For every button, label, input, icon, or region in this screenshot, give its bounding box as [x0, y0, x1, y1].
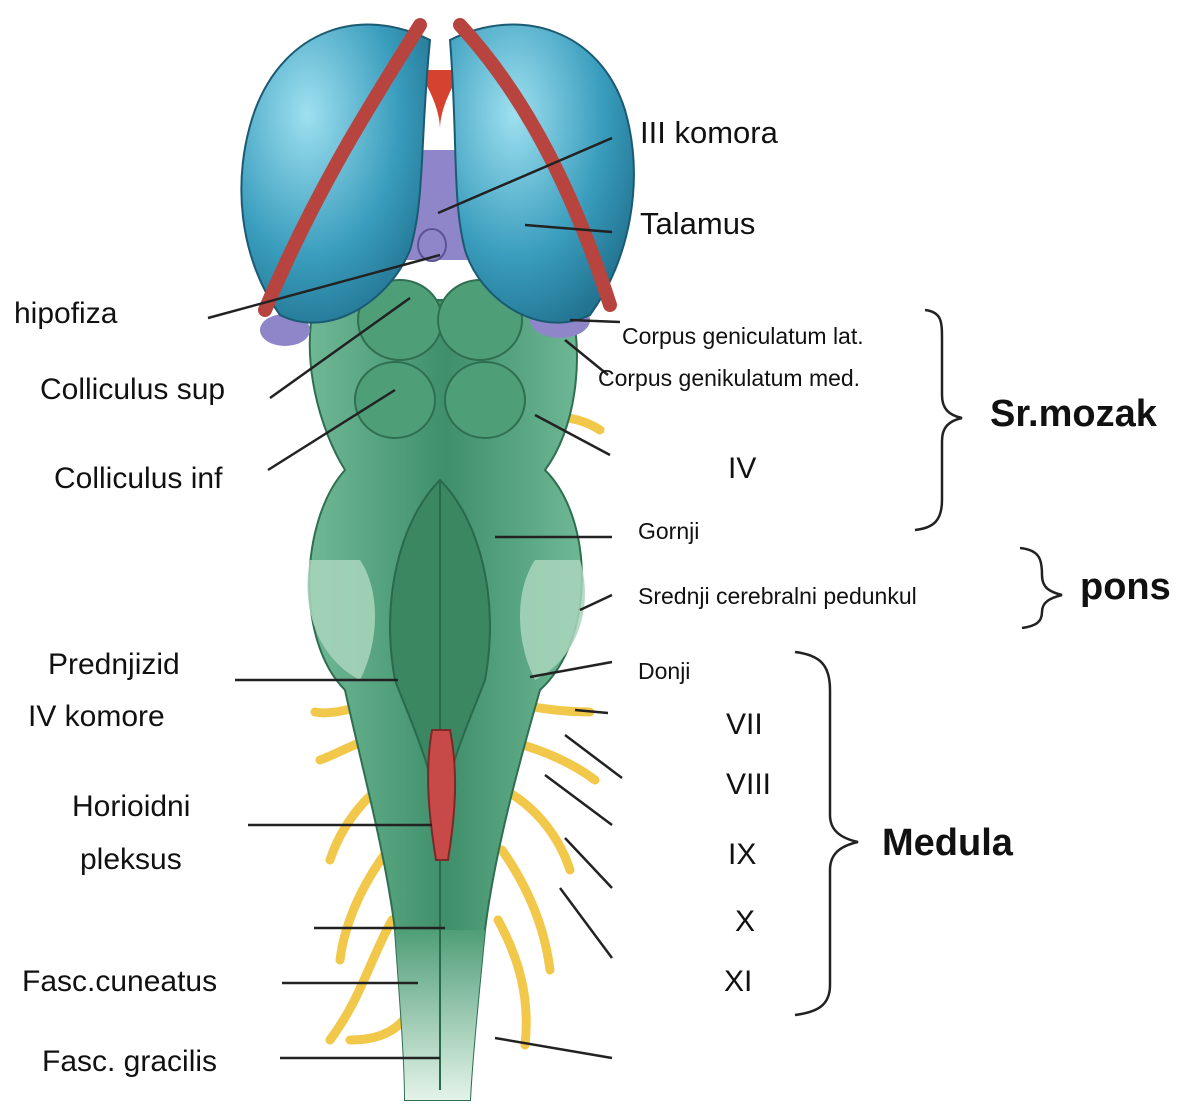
label-iv: IV: [728, 452, 756, 486]
choroid-plexus: [428, 730, 455, 860]
label-colliculus-inf: Colliculus inf: [54, 462, 222, 496]
label-hipofiza: hipofiza: [14, 297, 117, 331]
label-xi: XI: [724, 965, 752, 999]
label-x: X: [735, 905, 755, 939]
label-fasc-cuneatus: Fasc.cuneatus: [22, 965, 217, 999]
brace-sr-mozak: [915, 310, 962, 530]
label-horioidni: Horioidni: [72, 790, 190, 824]
label-iii-komora: III komora: [640, 115, 778, 151]
brace-medula: [795, 652, 858, 1015]
group-label-sr-mozak: Sr.mozak: [990, 393, 1157, 436]
group-label-pons: pons: [1080, 566, 1171, 609]
label-corpus-geniculatum-lat: Corpus geniculatum lat.: [622, 323, 864, 350]
label-iv-komore: IV komore: [28, 700, 165, 734]
label-gornji: Gornji: [638, 518, 699, 545]
label-corpus-genikulatum-med: Corpus genikulatum med.: [598, 365, 860, 392]
pons-left-lobe: [307, 560, 375, 680]
label-vii: VII: [726, 708, 763, 742]
label-ix: IX: [728, 838, 756, 872]
label-pleksus: pleksus: [80, 843, 182, 877]
pons-right-lobe: [520, 560, 585, 680]
label-prednjizid: Prednjizid: [48, 648, 180, 682]
label-donji: Donji: [638, 658, 690, 685]
label-colliculus-sup: Colliculus sup: [40, 373, 225, 407]
label-fasc-gracilis: Fasc. gracilis: [42, 1045, 217, 1079]
brace-pons: [1020, 548, 1062, 628]
label-srednji: Srednji cerebralni pedunkul: [638, 583, 917, 610]
label-viii: VIII: [726, 768, 771, 802]
label-talamus: Talamus: [640, 206, 755, 242]
group-label-medula: Medula: [882, 822, 1013, 865]
